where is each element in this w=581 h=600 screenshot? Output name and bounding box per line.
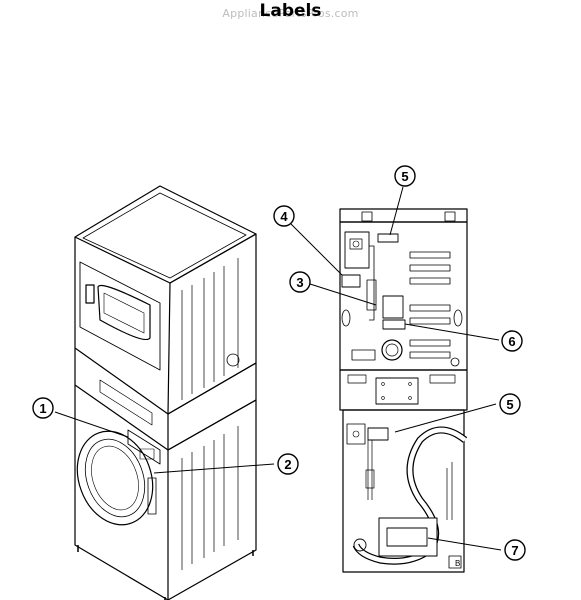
label-5-upper-position <box>377 233 399 243</box>
watermark-text: AppliancePartsPros.com <box>222 7 359 20</box>
callout-7-label: 7 <box>511 543 518 558</box>
washer-control-panel <box>127 429 161 465</box>
dryer-door-handle <box>85 284 95 304</box>
dryer-door-window <box>97 284 151 341</box>
callout-5-lower: 5 <box>499 393 521 415</box>
callout-6-label: 6 <box>508 334 515 349</box>
callout-7: 7 <box>504 539 526 561</box>
leader-lines <box>54 186 502 551</box>
label-3-position <box>382 295 404 319</box>
callout-4: 4 <box>273 205 295 227</box>
callout-6: 6 <box>501 330 523 352</box>
callout-3: 3 <box>289 271 311 293</box>
label-5-lower-position <box>367 427 389 441</box>
callout-4-label: 4 <box>280 209 288 224</box>
callout-2: 2 <box>277 453 299 475</box>
callout-1: 1 <box>32 397 54 419</box>
label-6-position <box>382 319 406 330</box>
front-view-stacked-unit <box>74 185 257 600</box>
callout-2-label: 2 <box>284 457 291 472</box>
callout-5-upper: 5 <box>394 165 416 187</box>
diagram-title: Labels <box>259 1 322 21</box>
callout-3-label: 3 <box>296 275 303 290</box>
callout-5-upper-label: 5 <box>401 169 408 184</box>
label-4-position <box>341 274 361 288</box>
callout-5-lower-label: 5 <box>506 397 513 412</box>
callout-1-label: 1 <box>39 401 46 416</box>
panel-mark: B <box>455 559 460 568</box>
label-7-position <box>386 527 428 547</box>
washer-door <box>76 430 154 526</box>
rear-view-stacked-unit <box>339 208 468 573</box>
